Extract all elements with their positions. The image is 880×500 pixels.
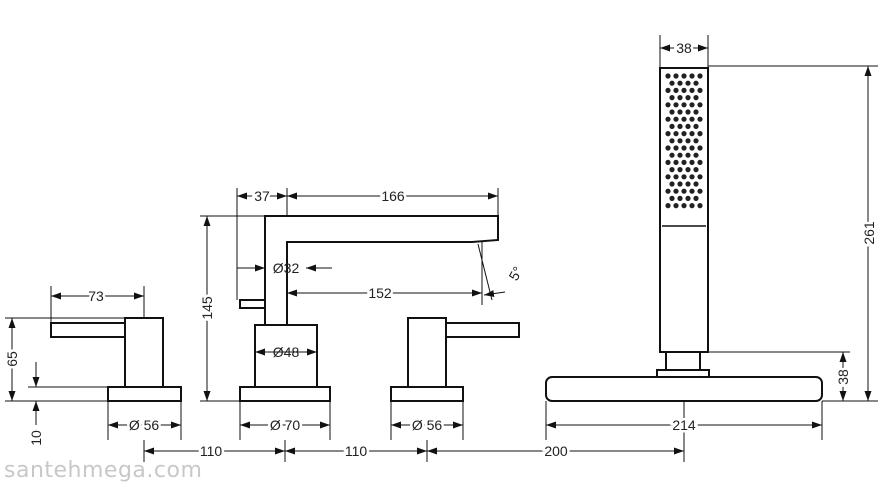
dim-shower-length: 261 [861,221,877,245]
dim-base-thickness: 10 [28,430,44,446]
dim-spout-body-diameter: Ø48 [273,344,300,360]
shower-holder-plate [545,376,823,402]
hand-shower [659,67,709,353]
dim-spout-width: 37 [254,188,270,204]
dim-holder-height: 38 [835,369,851,385]
dim-spout-height: 145 [199,296,215,320]
spout-base [239,386,331,402]
dim-spout-diameter: Ø32 [273,260,300,276]
watermark: santehmega.com [4,458,203,483]
hand-shower-set [545,67,823,402]
dim-left-handle-length: 73 [88,288,104,304]
dim-right-base-diameter: Ø 56 [412,417,443,433]
dim-spout-base-diameter: Ø 70 [270,417,301,433]
spout-arm [264,215,499,326]
left-valve [50,317,182,402]
dim-spacing-2: 110 [345,443,368,459]
dimension-lines [8,44,872,455]
left-valve-base [107,386,182,402]
right-valve-base [390,386,464,402]
shower-holder-collar [665,351,701,371]
dim-left-handle-height: 65 [4,351,20,367]
dim-spacing-1: 110 [200,443,223,459]
shower-holder-ring [656,369,710,378]
spout-lever [239,299,266,309]
dim-spacing-3: 200 [544,443,568,459]
dim-left-base-diameter: Ø 56 [129,417,160,433]
dimension-labels: 37 166 145 Ø32 152 5° Ø48 Ø 70 73 65 10 … [2,38,880,462]
left-valve-handle [50,322,126,338]
dim-spout-length: 166 [381,188,405,204]
dim-spout-angle: 5° [505,264,526,284]
spout [239,215,499,402]
spray-face-holes [665,73,703,209]
dim-shower-width: 38 [676,40,692,56]
right-valve-handle [445,322,520,338]
right-valve-body [407,317,447,388]
dim-spout-reach: 152 [368,285,392,301]
right-valve [390,317,520,402]
dim-holder-length: 214 [672,417,696,433]
spout-body [254,324,318,388]
left-valve-body [124,317,164,388]
